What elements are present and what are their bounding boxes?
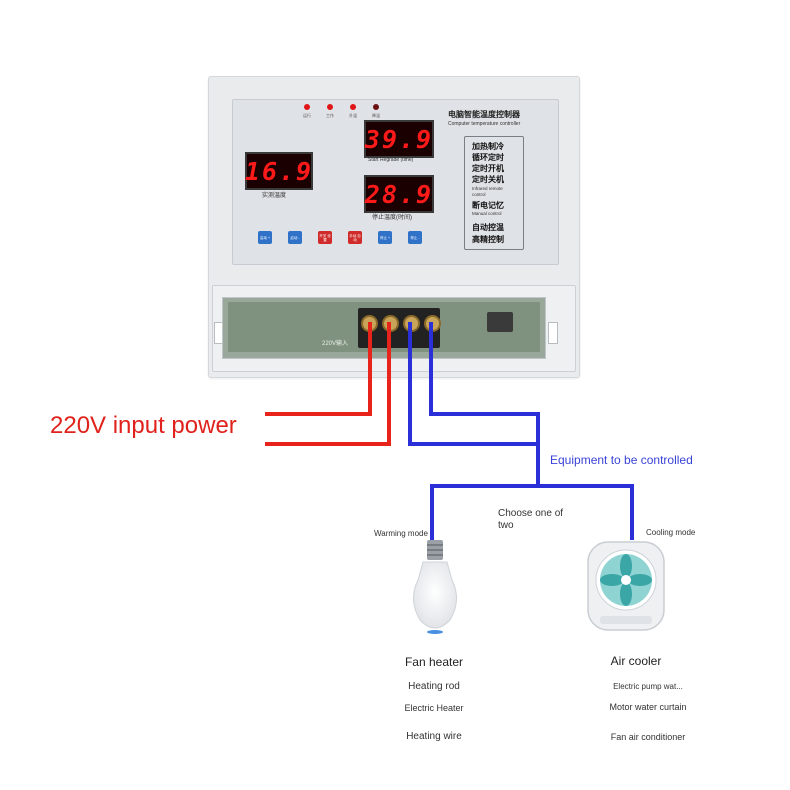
- switch-set-button[interactable]: 开关 设置: [318, 231, 332, 244]
- display-start-label: Start Regrade (time): [368, 157, 414, 163]
- warming-mode-label: Warming mode: [374, 529, 428, 538]
- left-device-item: Heating wire: [406, 731, 462, 742]
- led-label: 运行: [303, 113, 311, 118]
- led-cool: [373, 104, 379, 110]
- right-device-item: Electric pump wat...: [613, 682, 683, 691]
- display-measured: 16.9: [245, 152, 313, 190]
- right-device-item: Motor water curtain: [609, 702, 687, 712]
- mounting-slot: [548, 322, 558, 344]
- feature-item: 定时开机: [472, 164, 504, 173]
- equipment-label: Equipment to be controlled: [550, 453, 693, 467]
- controller-title-en: Computer temperature controller: [448, 121, 521, 127]
- live-wire-2: [265, 322, 391, 446]
- right-device-title: Air cooler: [610, 654, 662, 668]
- display-stop: 28.9: [364, 175, 434, 213]
- led-label: 降温: [372, 113, 380, 118]
- neutral-wire-1: [408, 322, 540, 486]
- feature-item: 循环定时: [472, 153, 504, 162]
- stop-plus-button[interactable]: 停止 +: [378, 231, 392, 244]
- cooling-mode-label: Cooling mode: [646, 528, 696, 537]
- feature-item: 高精控制: [472, 235, 504, 244]
- led-label: 工作: [326, 113, 334, 118]
- start-plus-button[interactable]: 启动 +: [258, 231, 272, 244]
- led-label: 升温: [349, 113, 357, 118]
- sensor-connector: [487, 312, 513, 332]
- feature-sub: control: [472, 192, 486, 197]
- feature-sub: Infrared remote: [472, 186, 503, 191]
- input-power-label: 220V input power: [50, 412, 237, 439]
- feature-item: 定时关机: [472, 175, 504, 184]
- left-device-item: Electric Heater: [404, 703, 464, 713]
- branch-wire: [430, 484, 634, 540]
- start-minus-button[interactable]: 启动 -: [288, 231, 302, 244]
- stop-minus-button[interactable]: 停止 -: [408, 231, 422, 244]
- choose-label: Choose one of two: [498, 508, 564, 531]
- led-work: [327, 104, 333, 110]
- left-device-item: Heating rod: [408, 681, 460, 692]
- feature-item: 断电记忆: [472, 201, 504, 210]
- light-bulb-icon: [413, 540, 457, 634]
- terminal-label: 220V输入: [322, 341, 349, 347]
- led-heat: [350, 104, 356, 110]
- neutral-wire-2: [429, 322, 540, 444]
- live-wire-1: [265, 322, 372, 416]
- air-cooler-icon: [587, 541, 665, 631]
- feature-item: 加热制冷: [472, 142, 504, 151]
- left-device-title: Fan heater: [404, 655, 464, 669]
- display-stop-label: 停止温度(时间): [372, 215, 412, 221]
- controller-title-cn: 电脑智能温度控制器: [448, 110, 520, 119]
- display-measured-label: 实测温度: [262, 193, 287, 199]
- right-device-item: Fan air conditioner: [610, 732, 686, 742]
- feature-sub: Manual control: [472, 211, 502, 216]
- feature-box: [464, 136, 524, 250]
- feature-item: 自动控温: [472, 223, 504, 232]
- led-run: [304, 104, 310, 110]
- manual-auto-button[interactable]: 手动 自动: [348, 231, 362, 244]
- display-start: 39.9: [364, 120, 434, 158]
